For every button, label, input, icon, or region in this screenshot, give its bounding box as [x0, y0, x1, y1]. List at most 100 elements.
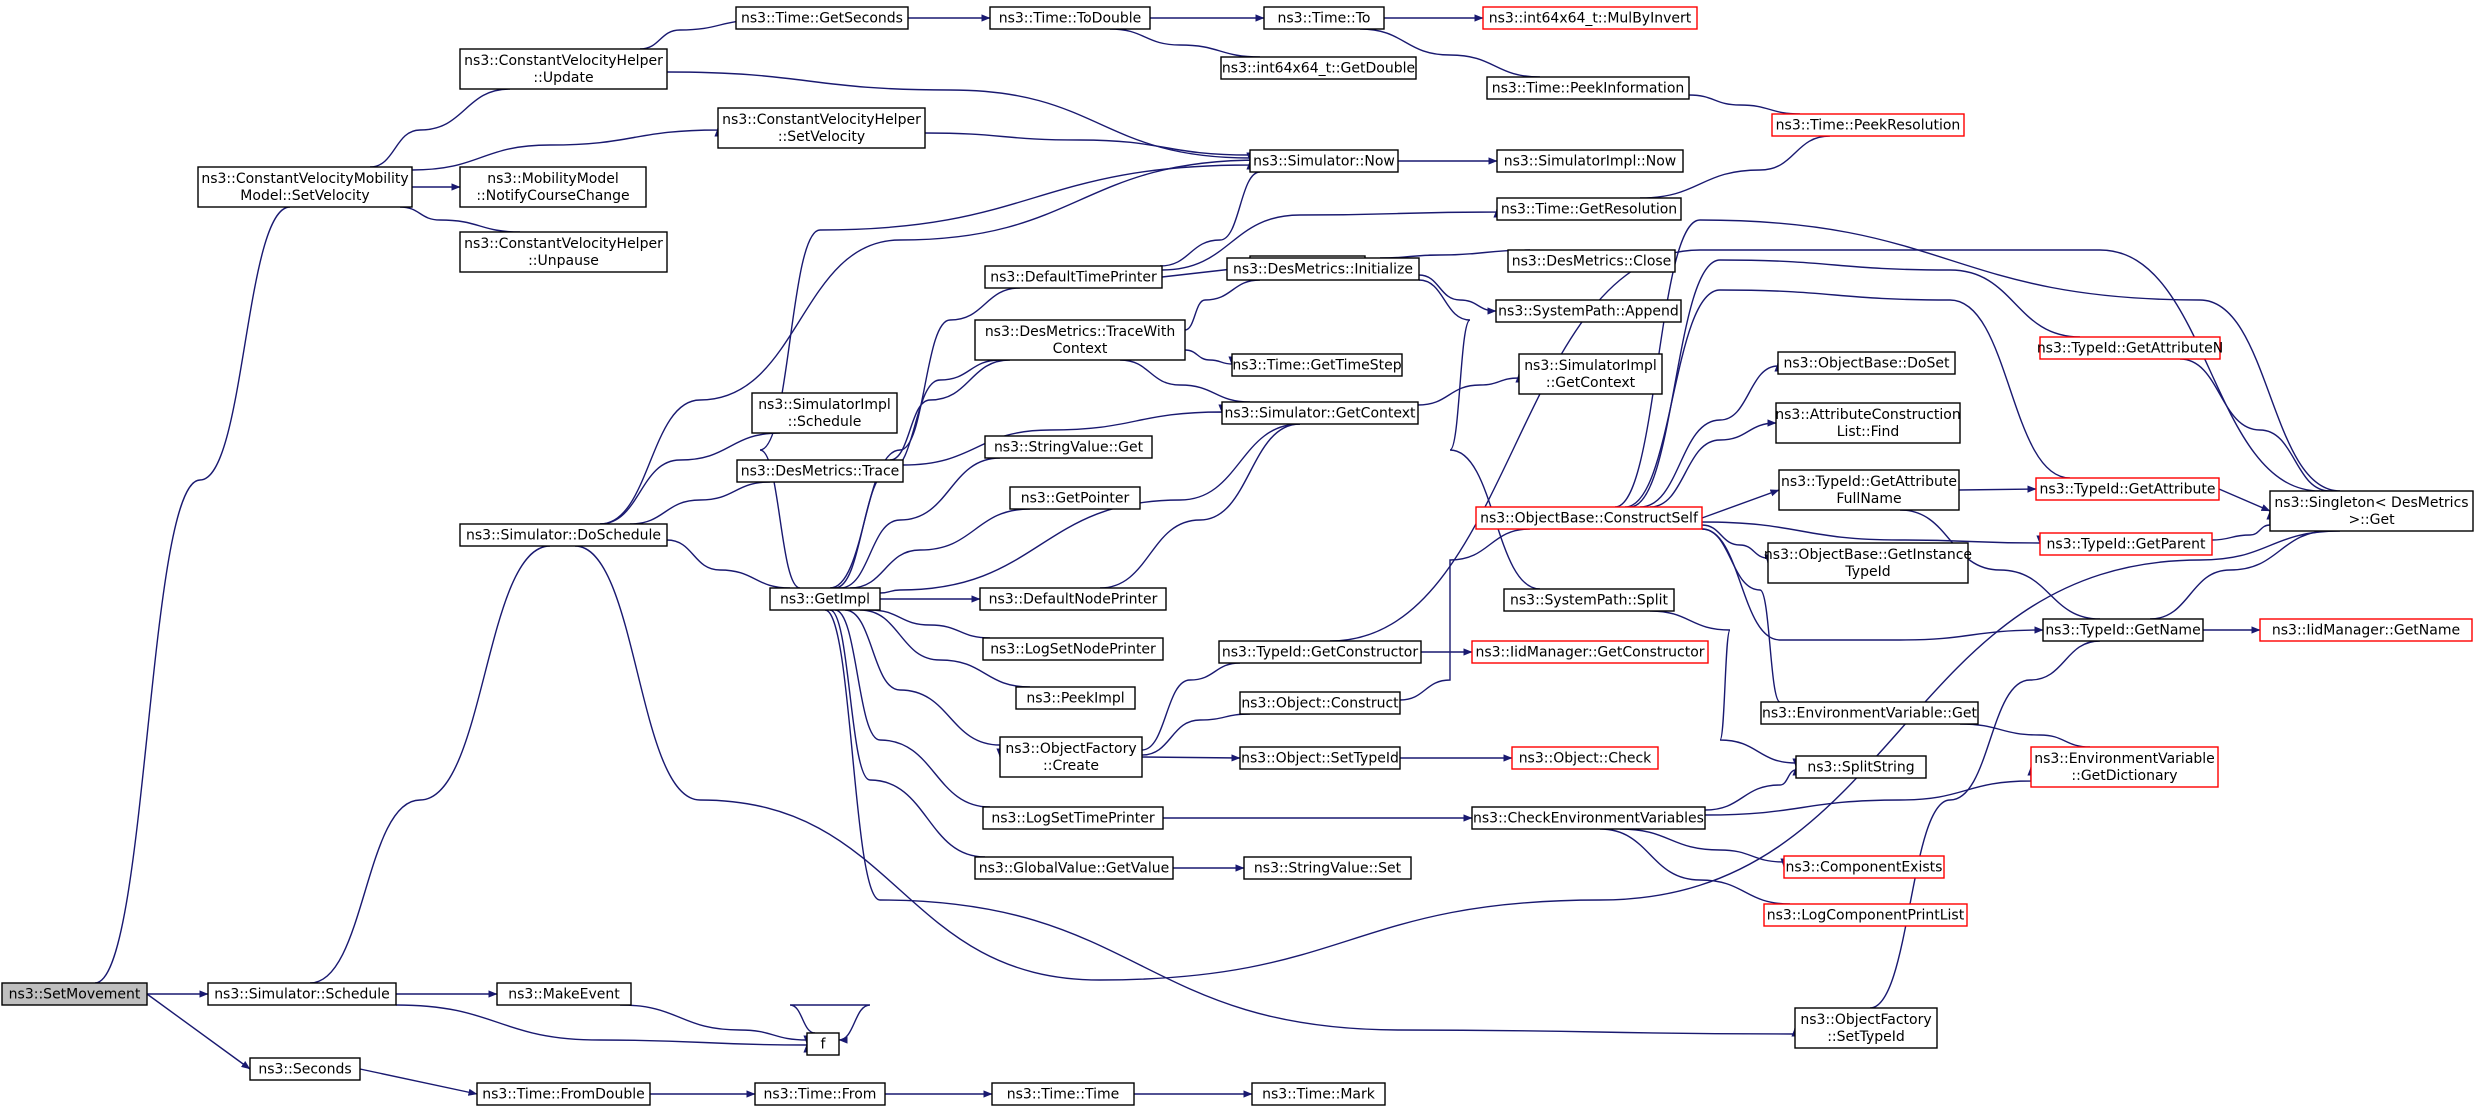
- node-peek-impl[interactable]: ns3::PeekImpl: [1015, 686, 1136, 710]
- node-label: ns3::Singleton< DesMetrics: [2274, 495, 2468, 511]
- node-iid-get-name[interactable]: ns3::IidManager::GetName: [2259, 618, 2473, 642]
- edge-sim-get-context-to-simimpl-get-context: [1417, 373, 1523, 406]
- node-label: ns3::EnvironmentVariable::Get: [1762, 706, 1977, 722]
- node-typeid-get-attribute[interactable]: ns3::TypeId::GetAttribute: [2035, 477, 2220, 501]
- node-int64-mul[interactable]: ns3::int64x64_t::MulByInvert: [1482, 6, 1698, 30]
- node-label: ns3::AttributeConstruction: [1775, 407, 1960, 423]
- node-time-to[interactable]: ns3::Time::To: [1263, 6, 1385, 30]
- node-log-set-node-printer[interactable]: ns3::LogSetNodePrinter: [982, 637, 1164, 661]
- node-f[interactable]: f: [806, 1032, 840, 1056]
- node-box: [1795, 755, 1927, 779]
- node-label: ns3::Time::PeekInformation: [1492, 81, 1685, 97]
- node-envvar-get-dictionary[interactable]: ns3::EnvironmentVariable::GetDictionary: [2030, 746, 2219, 788]
- node-time-get-res[interactable]: ns3::Time::GetResolution: [1496, 197, 1682, 221]
- node-systempath-append[interactable]: ns3::SystemPath::Append: [1495, 299, 1682, 323]
- node-make-event[interactable]: ns3::MakeEvent: [496, 982, 632, 1006]
- edge-typeid-get-attribute-to-singleton-get: [2218, 488, 2271, 512]
- node-simimpl-schedule[interactable]: ns3::SimulatorImpl::Schedule: [751, 392, 898, 434]
- node-objfactory-create[interactable]: ns3::ObjectFactory::Create: [999, 736, 1143, 778]
- node-sim-get-context[interactable]: ns3::Simulator::GetContext: [1221, 401, 1419, 425]
- node-globalvalue-get[interactable]: ns3::GlobalValue::GetValue: [974, 856, 1174, 880]
- node-object-set-typeid[interactable]: ns3::Object::SetTypeId: [1239, 746, 1401, 770]
- node-systempath-split[interactable]: ns3::SystemPath::Split: [1503, 588, 1675, 612]
- node-label: ::Create: [1043, 758, 1099, 774]
- node-singleton-get[interactable]: ns3::Singleton< DesMetrics >::Get: [2269, 490, 2474, 532]
- node-box: [1239, 746, 1401, 770]
- node-time-time[interactable]: ns3::Time::Time: [991, 1082, 1135, 1106]
- node-typeid-get-name[interactable]: ns3::TypeId::GetName: [2042, 618, 2204, 642]
- node-simimpl-now[interactable]: ns3::SimulatorImpl::Now: [1496, 149, 1684, 173]
- node-time-from[interactable]: ns3::Time::From: [754, 1082, 886, 1106]
- node-int64-get-double[interactable]: ns3::int64x64_t::GetDouble: [1220, 56, 1417, 80]
- node-objbase-doset[interactable]: ns3::ObjectBase::DoSet: [1777, 351, 1956, 375]
- node-time-peek-info[interactable]: ns3::Time::PeekInformation: [1486, 76, 1690, 100]
- node-typeid-get-parent[interactable]: ns3::TypeId::GetParent: [2039, 532, 2213, 556]
- node-default-time-printer[interactable]: ns3::DefaultTimePrinter: [984, 265, 1163, 289]
- node-label: ::Update: [533, 70, 593, 86]
- node-label: ns3::Time::FromDouble: [482, 1087, 645, 1103]
- edge-objbase-construct-self-to-typeid-get-parent: [1701, 521, 2044, 545]
- node-time-from-double[interactable]: ns3::Time::FromDouble: [476, 1082, 651, 1106]
- node-object-check[interactable]: ns3::Object::Check: [1511, 746, 1659, 770]
- node-typeid-get-constructor[interactable]: ns3::TypeId::GetConstructor: [1218, 640, 1422, 664]
- node-object-construct[interactable]: ns3::Object::Construct: [1239, 691, 1401, 715]
- node-desmetrics-init[interactable]: ns3::DesMetrics::Initialize: [1226, 257, 1420, 281]
- node-check-env-vars[interactable]: ns3::CheckEnvironmentVariables: [1471, 806, 1706, 830]
- node-time-mark[interactable]: ns3::Time::Mark: [1251, 1082, 1386, 1106]
- node-desmetrics-close[interactable]: ns3::DesMetrics::Close: [1507, 249, 1676, 273]
- node-label: ns3::ObjectBase::ConstructSelf: [1480, 511, 1699, 527]
- node-label: ns3::TypeId::GetAttribute: [1781, 474, 1957, 490]
- node-time-get-timestep[interactable]: ns3::Time::GetTimeStep: [1231, 353, 1403, 377]
- edge-typeid-get-attr-fullname-to-typeid-get-attribute: [1958, 485, 2037, 493]
- node-label: ::Schedule: [788, 414, 862, 430]
- node-sim-now[interactable]: ns3::Simulator::Now: [1249, 149, 1399, 173]
- node-objfactory-set-typeid[interactable]: ns3::ObjectFactory::SetTypeId: [1794, 1007, 1938, 1049]
- node-box: [1220, 56, 1417, 80]
- edge-check-env-vars-to-log-component-print-list: [1599, 828, 1791, 919]
- node-box: [1, 982, 148, 1006]
- node-box: [1239, 691, 1401, 715]
- node-split-string[interactable]: ns3::SplitString: [1795, 755, 1927, 779]
- edge-objbase-construct-self-to-singleton-get: [1614, 219, 2341, 515]
- edge-default-time-printer-to-sim-now: [1159, 157, 1261, 267]
- node-get-impl[interactable]: ns3::GetImpl: [769, 587, 881, 611]
- node-mm-notify[interactable]: ns3::MobilityModel::NotifyCourseChange: [459, 166, 647, 208]
- node-component-exists[interactable]: ns3::ComponentExists: [1783, 855, 1945, 879]
- edge-objbase-construct-self-to-attr-construction-find: [1649, 419, 1777, 508]
- node-label: ns3::Time::From: [764, 1087, 877, 1103]
- node-simimpl-get-context[interactable]: ns3::SimulatorImpl::GetContext: [1518, 353, 1663, 395]
- node-time-peek-res[interactable]: ns3::Time::PeekResolution: [1771, 113, 1965, 137]
- node-box: [1015, 686, 1136, 710]
- node-stringvalue-get[interactable]: ns3::StringValue::Get: [984, 435, 1153, 459]
- node-typeid-get-attribute-n[interactable]: ns3::TypeId::GetAttributeN: [2037, 336, 2223, 360]
- edge-make-event-to-f: [619, 1004, 811, 1045]
- node-sim-schedule[interactable]: ns3::Simulator::Schedule: [207, 982, 397, 1006]
- node-objbase-construct-self[interactable]: ns3::ObjectBase::ConstructSelf: [1475, 506, 1703, 530]
- node-desmetrics-trace[interactable]: ns3::DesMetrics::Trace: [736, 459, 904, 483]
- node-cvh-set-velocity[interactable]: ns3::ConstantVelocityHelper::SetVelocity: [717, 107, 926, 149]
- node-get-pointer[interactable]: ns3::GetPointer: [1009, 486, 1141, 510]
- node-envvar-get[interactable]: ns3::EnvironmentVariable::Get: [1760, 701, 1979, 725]
- node-time-get-seconds[interactable]: ns3::Time::GetSeconds: [735, 6, 909, 30]
- node-iid-get-constructor[interactable]: ns3::IidManager::GetConstructor: [1471, 640, 1709, 664]
- node-box: [1503, 588, 1675, 612]
- node-stringvalue-set[interactable]: ns3::StringValue::Set: [1243, 856, 1412, 880]
- node-cvh-unpause[interactable]: ns3::ConstantVelocityHelper::Unpause: [459, 231, 668, 273]
- node-log-set-time-printer[interactable]: ns3::LogSetTimePrinter: [982, 806, 1164, 830]
- node-set-movement[interactable]: ns3::SetMovement: [1, 982, 148, 1006]
- node-cvh-update[interactable]: ns3::ConstantVelocityHelper::Update: [459, 48, 668, 90]
- edge-objbase-construct-self-to-typeid-get-attr-fullname: [1701, 489, 1780, 519]
- node-log-component-print-list[interactable]: ns3::LogComponentPrintList: [1763, 903, 1968, 927]
- node-cvm-set-velocity[interactable]: ns3::ConstantVelocityMobilityModel::SetV…: [197, 166, 413, 208]
- node-time-to-double[interactable]: ns3::Time::ToDouble: [989, 6, 1151, 30]
- node-default-node-printer[interactable]: ns3::DefaultNodePrinter: [979, 587, 1167, 611]
- node-seconds[interactable]: ns3::Seconds: [249, 1057, 361, 1081]
- node-label: ns3::EnvironmentVariable: [2034, 751, 2215, 767]
- node-sim-doschedule[interactable]: ns3::Simulator::DoSchedule: [459, 523, 668, 547]
- node-label: f: [821, 1037, 827, 1053]
